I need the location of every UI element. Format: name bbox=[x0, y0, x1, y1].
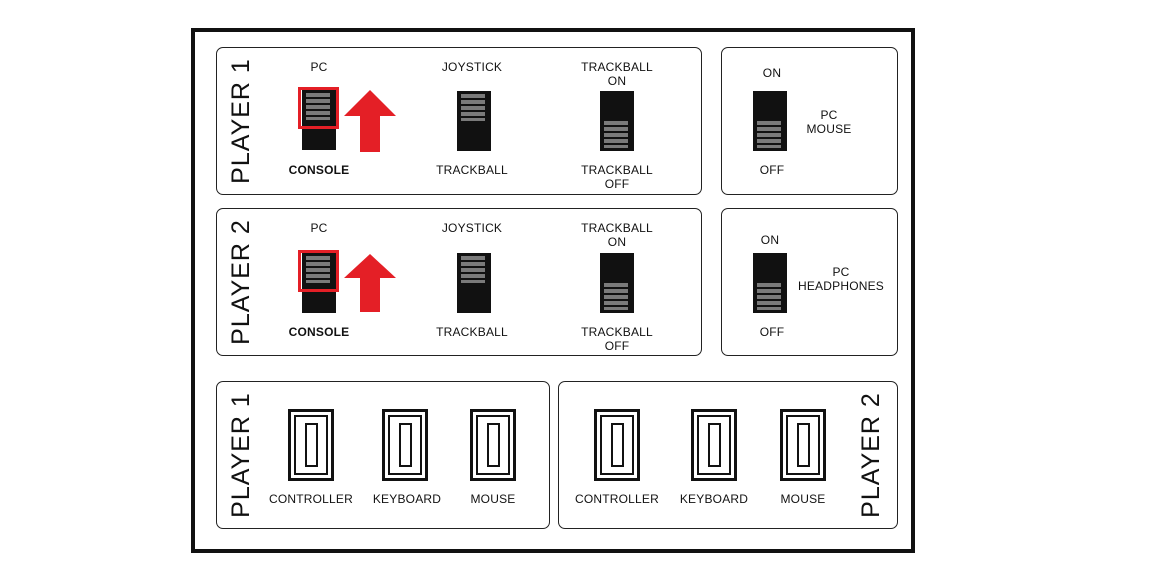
mouse-label: MOUSE bbox=[780, 492, 826, 506]
player2-ports-label: PLAYER 2 bbox=[857, 392, 885, 518]
controller-label: CONTROLLER bbox=[268, 492, 353, 506]
controller-label: CONTROLLER bbox=[574, 492, 659, 506]
pc-label: PC bbox=[310, 221, 328, 235]
keyboard-label: KEYBOARD bbox=[372, 492, 442, 506]
pc-label: PC bbox=[310, 60, 328, 74]
trackball-power-switch[interactable] bbox=[600, 253, 634, 313]
trackball-label: TRACKBALL bbox=[436, 325, 508, 339]
off-label: OFF bbox=[759, 325, 785, 339]
on-label: ON bbox=[760, 233, 780, 247]
mouse-label: MOUSE bbox=[470, 492, 516, 506]
switch-grip bbox=[757, 283, 781, 310]
player1-switch-panel: PLAYER 1 PC CONSOLE JOYSTICK TRACKBALL T… bbox=[216, 47, 702, 195]
pc-console-switch[interactable] bbox=[302, 90, 336, 150]
pc-headphones-panel: ON PC HEADPHONES OFF bbox=[721, 208, 898, 356]
joystick-label: JOYSTICK bbox=[441, 60, 503, 74]
pc-mouse-label: PC MOUSE bbox=[806, 108, 852, 136]
mouse-port[interactable] bbox=[470, 409, 516, 481]
controller-port[interactable] bbox=[594, 409, 640, 481]
keyboard-port[interactable] bbox=[691, 409, 737, 481]
controller-port[interactable] bbox=[288, 409, 334, 481]
pc-headphones-label: PC HEADPHONES bbox=[797, 265, 885, 293]
up-arrow-icon bbox=[344, 90, 396, 152]
pc-mouse-switch[interactable] bbox=[753, 91, 787, 151]
trackball-on-label: TRACKBALL ON bbox=[581, 221, 653, 249]
joystick-trackball-switch[interactable] bbox=[457, 91, 491, 151]
switch-grip bbox=[306, 93, 330, 120]
trackball-label: TRACKBALL bbox=[436, 163, 508, 177]
player2-label: PLAYER 2 bbox=[227, 219, 255, 345]
switch-grip bbox=[757, 121, 781, 148]
on-label: ON bbox=[762, 66, 782, 80]
selected-position-highlight bbox=[298, 250, 339, 292]
keyboard-port[interactable] bbox=[382, 409, 428, 481]
pc-mouse-panel: ON PC MOUSE OFF bbox=[721, 47, 898, 195]
switch-grip bbox=[461, 94, 485, 121]
player1-label: PLAYER 1 bbox=[227, 58, 255, 184]
trackball-off-label: TRACKBALL OFF bbox=[581, 325, 653, 353]
trackball-on-label: TRACKBALL ON bbox=[581, 60, 653, 88]
off-label: OFF bbox=[759, 163, 785, 177]
console-label: CONSOLE bbox=[288, 163, 350, 177]
joystick-label: JOYSTICK bbox=[441, 221, 503, 235]
player2-ports-panel: CONTROLLER KEYBOARD MOUSE PLAYER 2 bbox=[558, 381, 898, 529]
switch-grip bbox=[306, 256, 330, 283]
console-label: CONSOLE bbox=[288, 325, 350, 339]
switch-grip bbox=[604, 121, 628, 148]
switch-grip bbox=[604, 283, 628, 310]
player2-switch-panel: PLAYER 2 PC CONSOLE JOYSTICK TRACKBALL T… bbox=[216, 208, 702, 356]
trackball-power-switch[interactable] bbox=[600, 91, 634, 151]
keyboard-label: KEYBOARD bbox=[679, 492, 749, 506]
selected-position-highlight bbox=[298, 87, 339, 129]
pc-headphones-switch[interactable] bbox=[753, 253, 787, 313]
switch-grip bbox=[461, 256, 485, 283]
player1-ports-label: PLAYER 1 bbox=[227, 392, 255, 518]
mouse-port[interactable] bbox=[780, 409, 826, 481]
up-arrow-icon bbox=[344, 254, 396, 312]
player1-ports-panel: PLAYER 1 CONTROLLER KEYBOARD MOUSE bbox=[216, 381, 550, 529]
pc-console-switch[interactable] bbox=[302, 253, 336, 313]
trackball-off-label: TRACKBALL OFF bbox=[581, 163, 653, 191]
joystick-trackball-switch[interactable] bbox=[457, 253, 491, 313]
